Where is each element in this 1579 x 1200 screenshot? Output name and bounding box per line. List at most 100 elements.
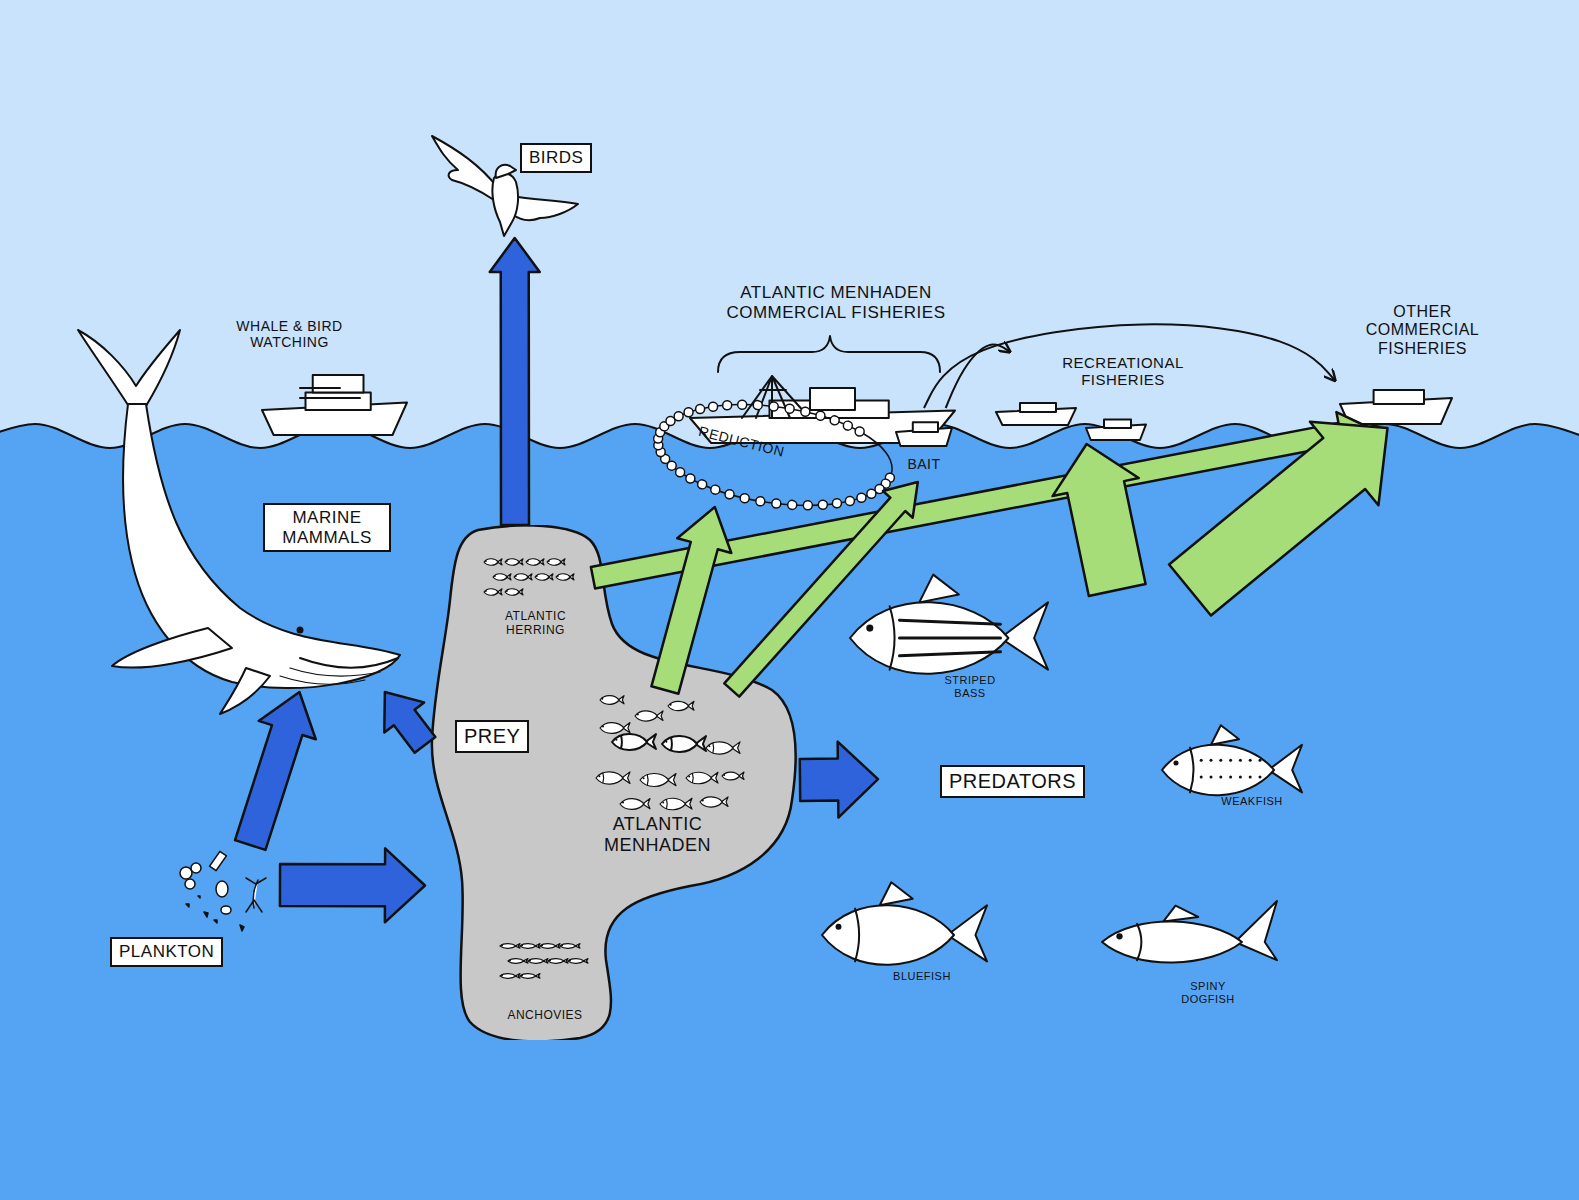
caption-label: WEAKFISH [1212, 795, 1292, 808]
fish-body [505, 589, 519, 595]
fish-eye [509, 959, 511, 961]
node-label: REDUCTION [697, 423, 786, 460]
fish-eye [549, 959, 551, 961]
fish [722, 772, 744, 780]
labelled-box: BIRDS [428, 128, 598, 238]
fish-body [1162, 745, 1274, 795]
fish-body [700, 797, 722, 807]
fish-body [484, 559, 498, 565]
fish [528, 959, 548, 964]
node-label: BAIT [893, 456, 955, 472]
boat [1340, 390, 1452, 424]
fish [700, 797, 728, 807]
water [0, 424, 1579, 1200]
caption-label: ATLANTIC MENHADEN COMMERCIAL FISHERIES [712, 283, 960, 322]
fish-body [493, 574, 507, 580]
net-float [866, 489, 876, 499]
node-region: BAIT [893, 408, 955, 482]
fish-eye [1116, 933, 1122, 939]
fish-spot [1200, 759, 1203, 762]
fish-eye [548, 560, 550, 562]
fish-gill [621, 735, 622, 749]
net-float [843, 421, 853, 431]
fish [508, 959, 528, 964]
labelled-box: MARINE MAMMALS [75, 325, 410, 692]
node-label: ANCHOVIES [490, 1009, 600, 1023]
fish-eye [506, 560, 508, 562]
fish-gill [671, 737, 672, 751]
fish-eye [615, 739, 617, 741]
net-float [695, 404, 705, 414]
fish-gill [1190, 748, 1194, 793]
fish-body [540, 944, 556, 949]
net-float [855, 426, 865, 436]
fish [520, 974, 540, 979]
fish-eye [702, 800, 704, 802]
fish [850, 575, 1048, 674]
caption-label: SPINY DOGFISH [1168, 980, 1248, 1005]
fish-stripe [900, 637, 1001, 640]
fish [484, 559, 502, 565]
fish-eye [541, 944, 543, 946]
box-label: PREDATORS [940, 765, 1085, 798]
fish-body [822, 905, 954, 965]
fish-tail [1235, 901, 1277, 960]
fish-body [668, 701, 689, 710]
boat [896, 422, 952, 446]
fish-eye [670, 704, 672, 706]
fish-body [568, 959, 584, 964]
boat-cabin [1020, 403, 1056, 412]
fish-gill [602, 773, 604, 784]
fish-gill [647, 774, 649, 786]
fish-eye [506, 590, 508, 592]
whale-mouth [300, 658, 398, 668]
flow-arrow [280, 848, 425, 922]
fish-body [526, 559, 540, 565]
fish-spot [1200, 776, 1203, 779]
fish-eye [665, 741, 667, 743]
fish-body [560, 944, 576, 949]
net-float [708, 402, 718, 412]
fish [500, 974, 520, 979]
fish [514, 574, 532, 580]
fish-stripe [900, 620, 1001, 624]
fish-eye [529, 959, 531, 961]
net-line [651, 391, 898, 519]
net-float [710, 485, 720, 495]
net-float [818, 500, 828, 510]
box-label: BIRDS [520, 143, 592, 173]
net-float [724, 489, 734, 499]
fish-stripe [900, 652, 1001, 656]
fish [493, 574, 511, 580]
net-float [787, 500, 797, 510]
node-label: ATLANTIC HERRING [478, 610, 593, 638]
fish-eye [527, 560, 529, 562]
bird-body [492, 173, 518, 236]
net-float [683, 407, 693, 417]
fish [662, 736, 706, 752]
fish-body [514, 574, 528, 580]
plankton-cell [210, 851, 227, 870]
fish-eye [501, 974, 503, 976]
fish-body [600, 723, 624, 734]
fish [620, 799, 650, 810]
fish-body [662, 736, 697, 752]
fish-eye [561, 944, 563, 946]
node-label: OTHER COMMERCIAL FISHERIES [1335, 303, 1510, 358]
fish-eye [643, 777, 645, 779]
fish-body [548, 959, 564, 964]
boat-cabin [306, 393, 371, 411]
fish [500, 944, 520, 949]
fish-body [640, 774, 669, 787]
predator-fish [822, 575, 1302, 965]
boat [1086, 420, 1146, 440]
fish [505, 559, 523, 565]
fish [596, 772, 630, 784]
fish-gill [855, 909, 859, 962]
fish-eye [569, 959, 571, 961]
net-float [697, 479, 707, 489]
